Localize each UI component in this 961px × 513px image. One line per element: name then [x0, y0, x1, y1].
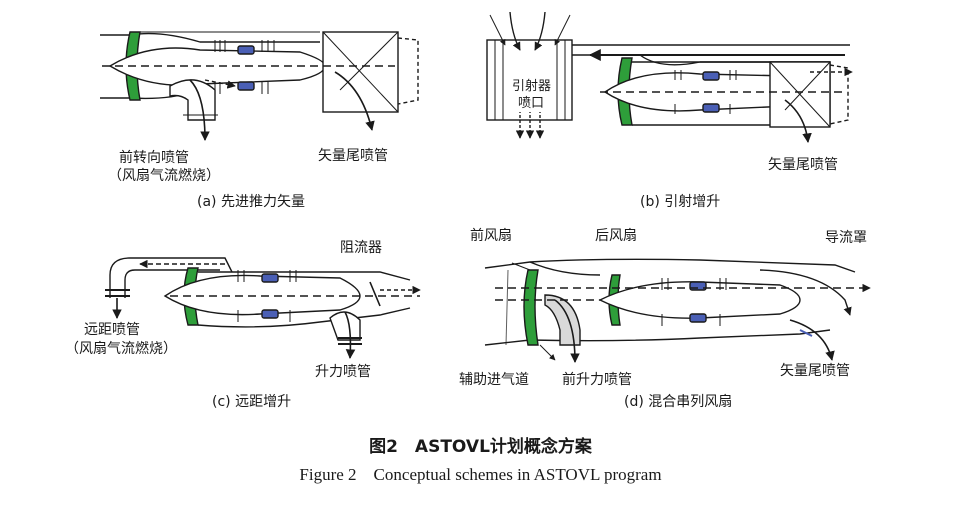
label-front-swivel-nozzle-sub: （风扇气流燃烧） [108, 168, 220, 184]
compressor-b2 [702, 103, 720, 113]
label-vector-nozzle-a: 矢量尾喷管 [318, 148, 388, 164]
panel-c-drawing [105, 257, 421, 359]
figure-title-en: Figure 2 Conceptual schemes in ASTOVL pr… [299, 465, 662, 484]
label-remote-nozzle: 远距喷管 [84, 322, 140, 338]
compressor-c2 [261, 309, 279, 319]
label-aux-intake: 辅助进气道 [459, 372, 529, 388]
panel-a-drawing [100, 31, 419, 141]
label-blocker: 阻流器 [340, 240, 382, 256]
caption-panel-b: (b) 引射增升 [640, 194, 721, 210]
label-vector-nozzle-b: 矢量尾喷管 [768, 157, 838, 173]
panel-b-drawing [486, 11, 853, 143]
label-vector-nozzle-d: 矢量尾喷管 [780, 363, 850, 379]
label-ejector-nozzle: 喷口 [518, 96, 545, 112]
label-fairing: 导流罩 [825, 230, 867, 246]
label-front-lift-nozzle: 前升力喷管 [562, 372, 632, 388]
fan-d-front [523, 269, 539, 346]
figure-title-cn: 图2 ASTOVL计划概念方案 [369, 437, 592, 457]
compressor-a1 [237, 45, 255, 55]
label-remote-nozzle-sub: （风扇气流燃烧） [65, 341, 177, 357]
compressor-a2 [237, 81, 255, 91]
panel-d-drawing [484, 258, 871, 363]
label-ejector: 引射器 [512, 79, 552, 95]
caption-panel-a: (a) 先进推力矢量 [197, 194, 305, 210]
label-lift-nozzle: 升力喷管 [315, 364, 371, 380]
compressor-d2 [689, 313, 707, 323]
label-front-swivel-nozzle: 前转向喷管 [119, 150, 189, 166]
caption-panel-c: (c) 远距增升 [212, 394, 292, 410]
compressor-b1 [702, 71, 720, 81]
label-rear-fan: 后风扇 [595, 228, 637, 244]
caption-panel-d: (d) 混合串列风扇 [624, 394, 733, 410]
compressor-c1 [261, 273, 279, 283]
label-front-fan: 前风扇 [470, 228, 512, 244]
compressor-d1 [689, 281, 707, 291]
